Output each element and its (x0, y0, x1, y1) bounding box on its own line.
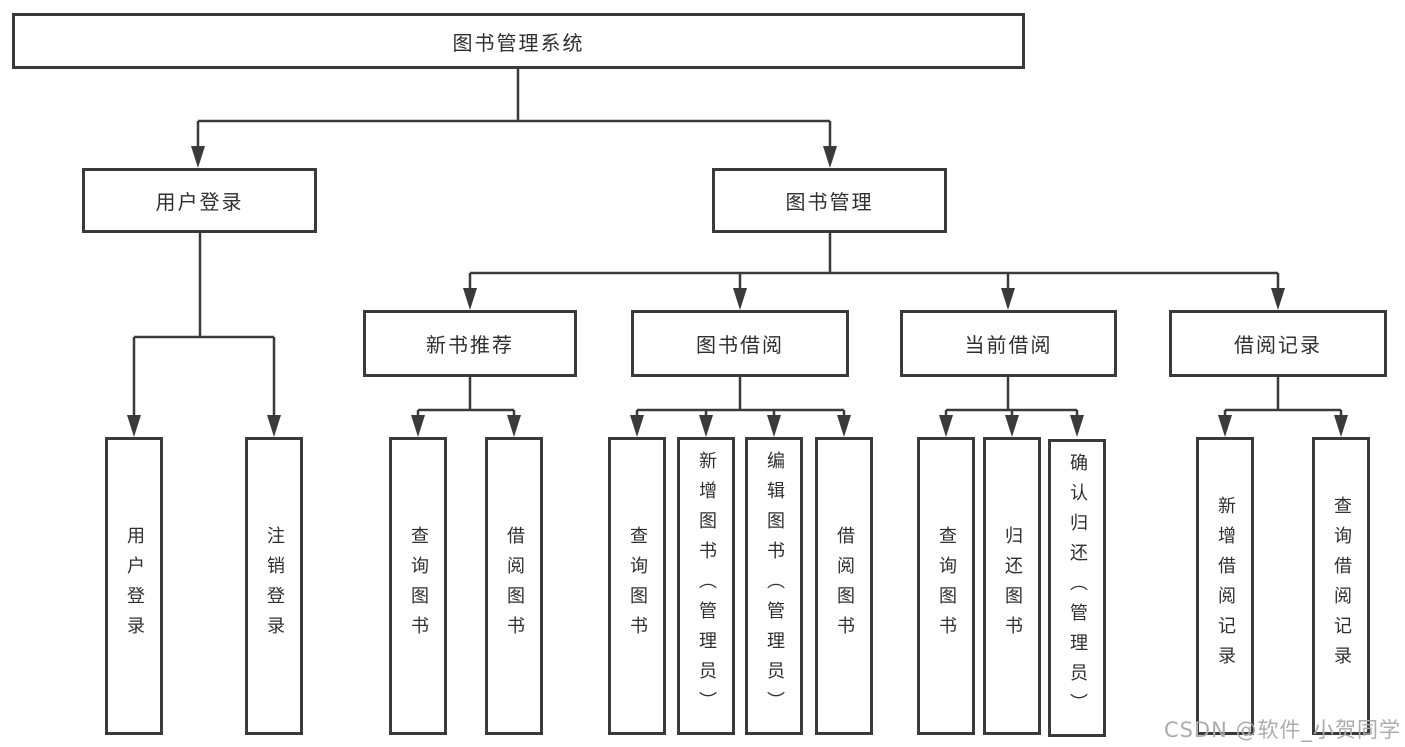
arrowhead (127, 415, 141, 437)
leaf-current-confirm-return: 确认归还（管理员） (1048, 439, 1106, 737)
leaf-borrow-query-book: 查询图书 (608, 437, 666, 735)
arrowhead (939, 415, 953, 437)
node-user-login: 用户登录 (82, 168, 317, 233)
connector-current-borrow-to-leaves (944, 377, 1079, 419)
leaf-recommend-borrow-book-label: 借阅图书 (504, 526, 525, 646)
node-book-borrow-label: 图书借阅 (696, 333, 784, 357)
leaf-logout: 注销登录 (245, 437, 303, 735)
arrowheads (127, 146, 1348, 437)
arrowhead (699, 415, 713, 437)
arrowhead (1271, 288, 1285, 310)
node-borrow-records-label: 借阅记录 (1234, 333, 1322, 357)
connector-root-to-level2 (196, 69, 832, 150)
arrowhead (1005, 415, 1019, 437)
arrowhead (1070, 415, 1084, 437)
leaf-borrow-query-book-label: 查询图书 (627, 526, 648, 646)
leaf-borrow-add-book-label: 新增图书（管理员） (696, 451, 717, 721)
leaf-current-query-book: 查询图书 (917, 437, 975, 735)
leaf-current-confirm-return-label: 确认归还（管理员） (1067, 453, 1088, 723)
arrowhead (1218, 415, 1232, 437)
connector-user-login-to-leaves (132, 233, 276, 419)
arrowhead (507, 415, 521, 437)
leaf-borrow-borrow-book: 借阅图书 (815, 437, 873, 735)
node-borrow-records: 借阅记录 (1169, 310, 1387, 377)
arrowhead (630, 415, 644, 437)
connector-records-to-leaves (1223, 377, 1343, 419)
arrowhead (1334, 415, 1348, 437)
node-current-borrow-label: 当前借阅 (964, 333, 1053, 357)
arrowhead (767, 415, 781, 437)
leaf-records-query-record: 查询借阅记录 (1312, 437, 1370, 735)
arrowhead (267, 415, 281, 437)
leaf-logout-label: 注销登录 (264, 526, 285, 646)
connector-new-book-to-leaves (416, 377, 516, 419)
leaf-user-login-label: 用户登录 (124, 526, 145, 646)
node-new-book-recommend-label: 新书推荐 (426, 333, 514, 357)
node-book-management: 图书管理 (712, 168, 947, 233)
arrowhead (837, 415, 851, 437)
leaf-recommend-borrow-book: 借阅图书 (485, 437, 543, 735)
leaf-borrow-borrow-book-label: 借阅图书 (834, 526, 855, 646)
leaf-current-return-book-label: 归还图书 (1002, 526, 1023, 646)
leaf-current-return-book: 归还图书 (983, 437, 1041, 735)
arrowhead (733, 288, 747, 310)
node-root-label: 图书管理系统 (452, 30, 585, 55)
leaf-records-add-record-label: 新增借阅记录 (1215, 496, 1236, 676)
leaf-recommend-query-book-label: 查询图书 (408, 526, 429, 646)
node-root: 图书管理系统 (12, 13, 1025, 69)
leaf-borrow-add-book: 新增图书（管理员） (677, 437, 735, 735)
node-current-borrow: 当前借阅 (900, 310, 1117, 377)
arrowhead (1001, 288, 1015, 310)
arrowhead (823, 146, 837, 168)
node-new-book-recommend: 新书推荐 (363, 310, 577, 377)
leaf-current-query-book-label: 查询图书 (936, 526, 957, 646)
node-book-management-label: 图书管理 (785, 190, 874, 214)
connector-book-mgmt-to-level3 (468, 233, 1280, 292)
leaf-records-query-record-label: 查询借阅记录 (1331, 496, 1352, 676)
leaf-records-add-record: 新增借阅记录 (1196, 437, 1254, 735)
connector-book-borrow-to-leaves (635, 377, 846, 419)
arrowhead (411, 415, 425, 437)
leaf-borrow-edit-book: 编辑图书（管理员） (745, 437, 803, 735)
leaf-borrow-edit-book-label: 编辑图书（管理员） (764, 451, 785, 721)
leaf-user-login: 用户登录 (105, 437, 163, 735)
csdn-watermark: CSDN @软件_小贺同学 (1163, 718, 1401, 742)
arrowhead (463, 288, 477, 310)
leaf-recommend-query-book: 查询图书 (389, 437, 447, 735)
node-book-borrow: 图书借阅 (631, 310, 849, 377)
arrowhead (191, 146, 205, 168)
node-user-login-label: 用户登录 (155, 190, 244, 214)
